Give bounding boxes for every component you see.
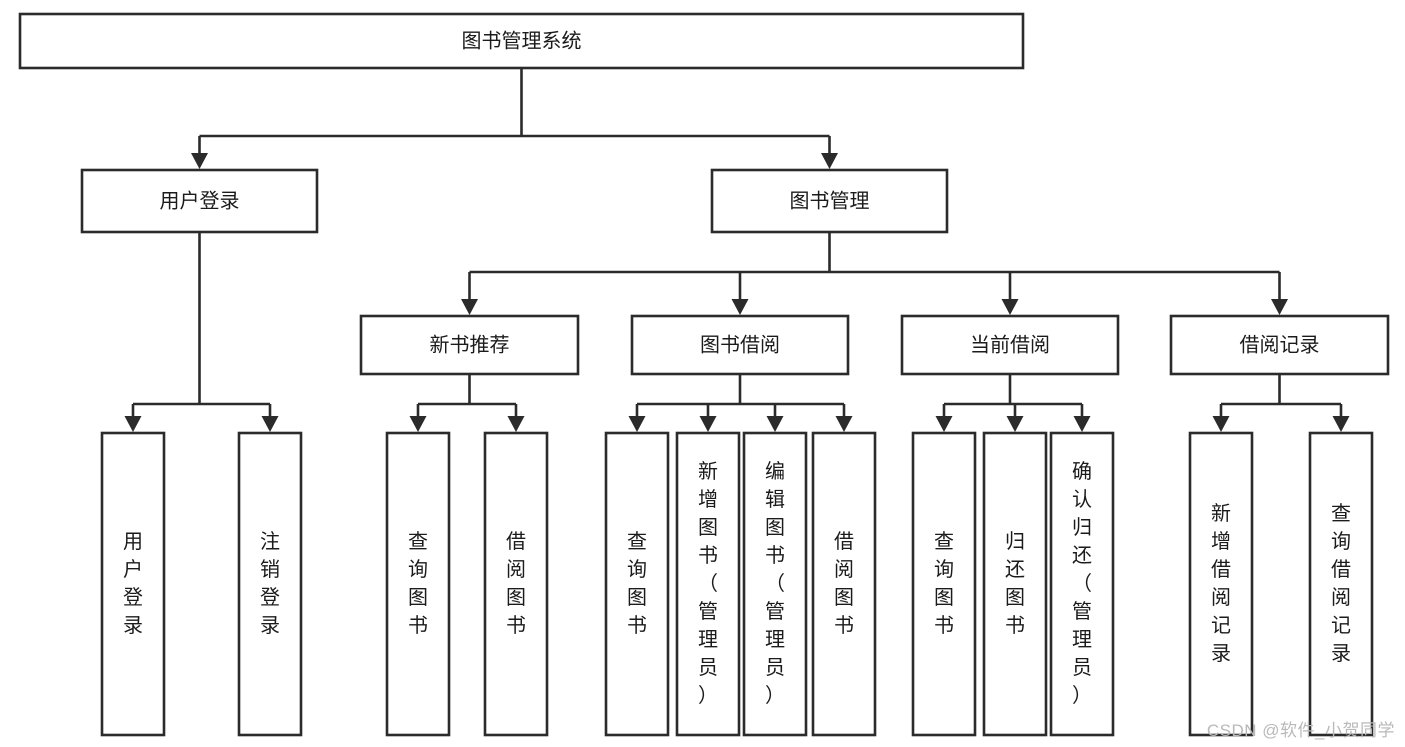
node-label: 图书借阅 [700,333,780,356]
arrow-head-icon [1212,416,1230,432]
node-box[interactable] [80,168,319,234]
node-box[interactable] [630,314,850,376]
node-box[interactable] [1049,431,1115,737]
arrow-head-icon [1001,299,1019,315]
arrow-head-icon [409,416,427,432]
node-leaf_query_book_2[interactable]: 查询图书 [604,431,670,737]
node-box[interactable] [710,168,949,234]
node-box[interactable] [18,12,1025,70]
arrow-head-icon [261,416,279,432]
node-box[interactable] [483,431,549,737]
node-leaf_query_book_3[interactable]: 查询图书 [911,431,977,737]
node-leaf_add_record[interactable]: 新增借阅记录 [1188,431,1254,737]
node-leaf_edit_book[interactable]: 编辑图书（管理员） [742,431,808,737]
arrow-head-icon [507,416,525,432]
node-label: 用户登录 [123,531,143,637]
node-label: 归还图书 [1005,530,1025,637]
node-current_borrow[interactable]: 当前借阅 [900,314,1120,376]
node-leaf_query_record[interactable]: 查询借阅记录 [1308,431,1374,737]
node-label: 借阅图书 [506,530,526,637]
arrow-head-icon [124,416,142,432]
node-new_book_rec[interactable]: 新书推荐 [359,314,580,376]
node-label: 当前借阅 [970,333,1050,356]
node-box[interactable] [811,431,877,737]
node-leaf_borrow_book_2[interactable]: 借阅图书 [811,431,877,737]
node-label: 新书推荐 [430,333,510,356]
arrow-head-icon [191,153,208,169]
node-box[interactable] [742,431,808,737]
node-label: 查询图书 [408,530,428,637]
node-label: 确认归还（管理员） [1072,460,1092,707]
node-leaf_query_book_1[interactable]: 查询图书 [385,431,451,737]
node-book_manage[interactable]: 图书管理 [710,168,949,234]
node-label: 注销登录 [260,530,280,637]
arrow-head-icon [1006,416,1024,432]
node-leaf_user_login[interactable]: 用户登录 [100,431,166,737]
node-leaf_borrow_book_1[interactable]: 借阅图书 [483,431,549,737]
node-label: 用户登录 [160,189,240,212]
arrow-head-icon [628,416,646,432]
node-leaf_logout[interactable]: 注销登录 [237,431,303,737]
node-box[interactable] [675,431,741,737]
node-label: 图书管理 [790,189,870,212]
arrow-head-icon [935,416,953,432]
arrow-head-icon [821,153,838,169]
nodes-layer: 图书管理系统用户登录图书管理新书推荐图书借阅当前借阅借阅记录用户登录注销登录查询… [18,12,1390,737]
node-box[interactable] [359,314,580,376]
node-label: 借阅记录 [1240,333,1320,356]
arrow-head-icon [1332,416,1350,432]
node-box[interactable] [1169,314,1390,376]
node-book_borrow[interactable]: 图书借阅 [630,314,850,376]
connectors-layer [124,68,1350,432]
node-box[interactable] [1188,431,1254,737]
node-label: 查询借阅记录 [1331,502,1351,665]
node-borrow_record[interactable]: 借阅记录 [1169,314,1390,376]
node-leaf_confirm_return[interactable]: 确认归还（管理员） [1049,431,1115,737]
node-label: 查询图书 [934,530,954,637]
arrow-head-icon [766,416,784,432]
arrow-head-icon [1073,416,1091,432]
node-box[interactable] [900,314,1120,376]
node-box[interactable] [911,431,977,737]
node-box[interactable] [982,431,1048,737]
node-root[interactable]: 图书管理系统 [18,12,1025,70]
node-box[interactable] [100,431,166,737]
node-box[interactable] [1308,431,1374,737]
node-label: 新增图书（管理员） [698,460,718,707]
node-leaf_return_book[interactable]: 归还图书 [982,431,1048,737]
node-leaf_add_book[interactable]: 新增图书（管理员） [675,431,741,737]
node-label: 编辑图书（管理员） [765,460,785,707]
arrow-head-icon [731,299,749,315]
node-label: 图书管理系统 [462,29,582,52]
arrow-head-icon [699,416,717,432]
node-user_login[interactable]: 用户登录 [80,168,319,234]
arrow-head-icon [835,416,853,432]
node-box[interactable] [385,431,451,737]
node-label: 借阅图书 [834,530,854,637]
arrow-head-icon [461,299,478,315]
node-box[interactable] [604,431,670,737]
node-box[interactable] [237,431,303,737]
node-label: 查询图书 [627,530,647,637]
arrow-head-icon [1271,299,1288,315]
node-label: 新增借阅记录 [1211,502,1231,665]
